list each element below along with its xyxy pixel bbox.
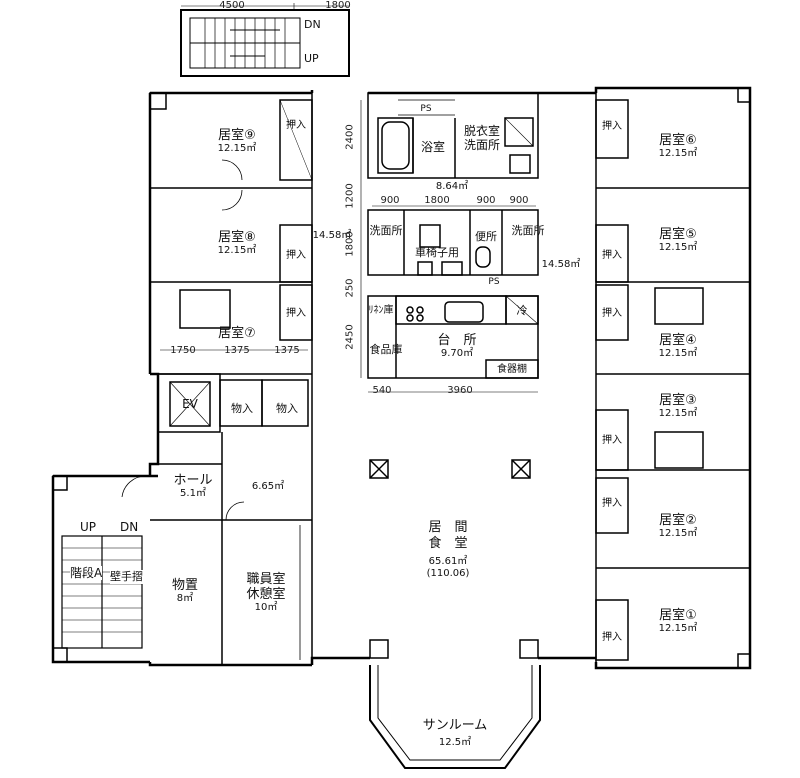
- corridor-left-area: 14.58㎡: [312, 230, 352, 241]
- dim-1800-v: 1800: [344, 231, 356, 257]
- corridor-right-area: 14.58㎡: [541, 259, 581, 270]
- wash-right: 洗面所: [511, 224, 545, 237]
- dim-4500: 4500: [219, 0, 245, 11]
- stairs-a-dn: DN: [120, 520, 139, 534]
- ps-mid: PS: [488, 277, 500, 287]
- closet-6: 押入: [602, 121, 622, 132]
- closet-8: 押入: [286, 250, 306, 261]
- ev-storage: [157, 373, 309, 433]
- storage-2: 物入: [276, 402, 298, 415]
- dim-540: 540: [372, 385, 392, 396]
- handrail: 壁手摺: [110, 570, 143, 584]
- dim-1375-a: 1375: [224, 345, 250, 356]
- closet-3: 押入: [602, 435, 622, 446]
- ps-top: PS: [420, 104, 432, 114]
- closet-5: 押入: [602, 250, 622, 261]
- dim-1800-h: 1800: [424, 195, 450, 206]
- wheelchair-toilet: 車椅子用: [415, 246, 459, 259]
- stairs-a: [61, 535, 143, 649]
- stairs-a-up: UP: [80, 520, 97, 534]
- elevator: EV: [182, 397, 198, 411]
- top-stair-dn: DN: [304, 18, 321, 31]
- right-rooms: [595, 88, 750, 668]
- closet-1: 押入: [602, 632, 622, 643]
- dim-1200: 1200: [344, 183, 356, 209]
- dim-900-b: 900: [476, 195, 496, 206]
- stairs-a-label: 階段A: [70, 566, 103, 580]
- pantry: 食品庫: [369, 343, 403, 356]
- dim-3960: 3960: [447, 385, 473, 396]
- columns: [52, 87, 751, 669]
- closet-9: 押入: [286, 120, 306, 131]
- fridge: 冷: [516, 304, 528, 317]
- dimension-lines: [160, 100, 538, 393]
- closet-7: 押入: [286, 308, 306, 319]
- dim-1800-top: 1800: [325, 0, 351, 11]
- bath-area: 8.64㎡: [435, 181, 469, 192]
- dim-900-c: 900: [509, 195, 529, 206]
- living-dining: 居 間 食 堂 65.61㎡ (110.06): [426, 520, 470, 579]
- bath-room: 浴室: [420, 140, 446, 154]
- dim-900-a: 900: [380, 195, 400, 206]
- dim-1750: 1750: [170, 345, 196, 356]
- bath-block: [367, 92, 539, 276]
- linen-store: ﾘﾈﾝ庫: [368, 305, 394, 316]
- closet-4: 押入: [602, 308, 622, 319]
- dish-cabinet: 食器棚: [497, 364, 527, 375]
- toilet: 便所: [475, 230, 497, 243]
- lower-left-rooms: [121, 432, 312, 665]
- room-7: 居室⑦: [218, 326, 256, 341]
- dressing-room: 脱衣室洗面所: [463, 124, 501, 152]
- dim-250: 250: [344, 278, 356, 298]
- hall-area-2: 6.65㎡: [251, 481, 285, 492]
- storage-1: 物入: [231, 402, 253, 415]
- dim-2450: 2450: [344, 324, 356, 350]
- sunroom: [369, 665, 541, 769]
- dim-2400: 2400: [344, 124, 356, 150]
- top-stair-up: UP: [304, 52, 319, 65]
- wash-left: 洗面所: [369, 224, 403, 237]
- dim-1375-b: 1375: [274, 345, 300, 356]
- closet-2: 押入: [602, 498, 622, 509]
- kitchen-block: [367, 295, 539, 379]
- top-stair-block: [180, 3, 350, 77]
